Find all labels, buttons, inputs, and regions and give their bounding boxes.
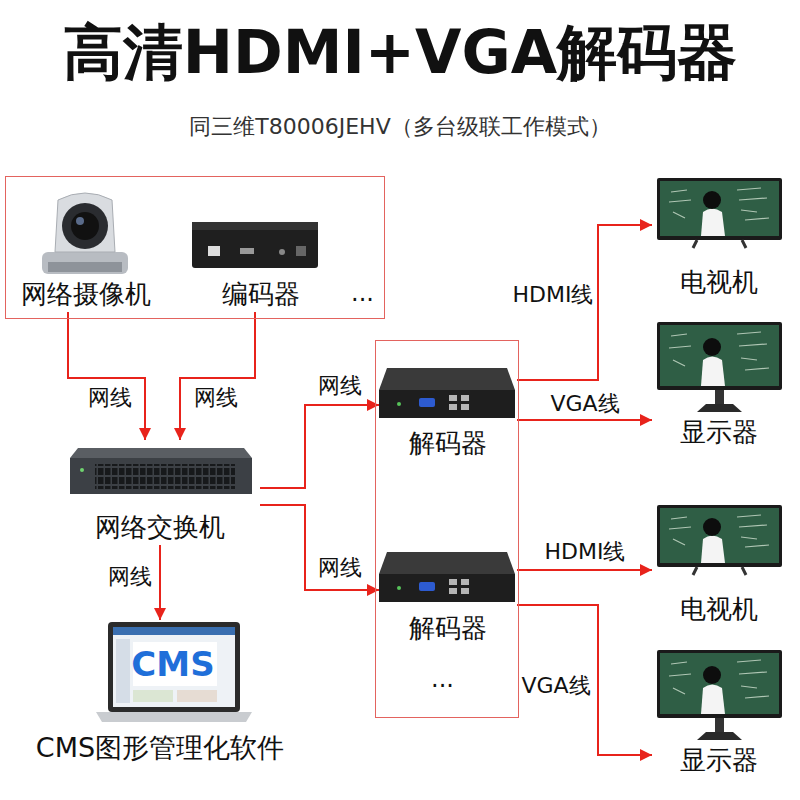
cable-label: 网线 <box>316 555 364 580</box>
display-icon <box>657 505 782 575</box>
cable-label: VGA线 <box>519 673 592 698</box>
cable-arrow <box>180 312 255 440</box>
cms-software-node: CMS CMS图形管理化软件 <box>5 620 315 765</box>
laptop-icon <box>177 690 217 702</box>
camera-icon <box>42 252 128 274</box>
node-label: 解码器 <box>379 614 517 644</box>
node-label: CMS图形管理化软件 <box>5 732 315 763</box>
cable-arrow <box>260 405 379 488</box>
screen-text: CMS <box>108 645 238 684</box>
node-label: 网络摄像机 <box>11 280 161 310</box>
cable-arrow <box>517 419 652 421</box>
cable-arrow <box>68 312 145 440</box>
encoder-icon <box>296 246 306 256</box>
cable-arrow <box>159 545 161 620</box>
camera-node: 网络摄像机 <box>11 182 161 312</box>
camera-icon <box>76 217 84 225</box>
subtitle: 同三维T80006JEHV（多台级联工作模式） <box>0 112 800 142</box>
camera-icon <box>71 212 99 240</box>
cable-arrow <box>517 569 652 571</box>
source-group-box: ... 网络摄像机编码器 <box>5 176 385 319</box>
encoder-icon <box>240 248 254 254</box>
camera-icon <box>48 262 122 272</box>
decoder-group-box: ...解码器解码器 <box>375 340 519 718</box>
cable-label: 网线 <box>86 385 134 410</box>
cable-label: HDMI线 <box>511 282 596 307</box>
decoder-node: 解码器 <box>379 551 517 646</box>
cable-label: 网线 <box>106 564 154 589</box>
network-switch-icon <box>80 468 84 472</box>
network-switch-icon <box>70 458 252 494</box>
tv-node: 电视机 <box>652 503 785 627</box>
cable-label: 网线 <box>316 373 364 398</box>
encoder-icon <box>208 246 220 256</box>
cable-label: 网线 <box>192 385 240 410</box>
tv-node: 电视机 <box>652 176 785 300</box>
title: 高清HDMI+VGA解码器 <box>0 16 800 88</box>
camera-icon <box>62 203 108 249</box>
node-label: 编码器 <box>171 280 351 310</box>
switch-node: 网络交换机 <box>60 440 260 545</box>
laptop-icon <box>108 622 240 712</box>
node-label: 电视机 <box>652 595 785 625</box>
decoder-icon <box>379 368 515 418</box>
encoder-icon <box>192 222 318 268</box>
ellipsis-text: ... <box>351 280 374 308</box>
decoder-icon <box>379 368 515 602</box>
laptop-icon <box>96 622 252 722</box>
node-label: 显示器 <box>652 746 785 776</box>
node-label: 解码器 <box>379 429 517 459</box>
decoder-node: 解码器 <box>379 366 517 461</box>
monitor-node: 显示器 <box>652 648 785 778</box>
encoder-icon <box>192 222 318 268</box>
network-switch-icon <box>70 448 252 494</box>
laptop-icon <box>96 712 252 722</box>
encoder-icon <box>192 222 318 230</box>
node-label: 网络交换机 <box>60 513 260 543</box>
cable-arrow <box>260 505 379 590</box>
laptop-icon <box>133 690 173 702</box>
display-icon <box>657 178 782 248</box>
node-label: 显示器 <box>652 418 785 448</box>
node-label: 电视机 <box>652 268 785 298</box>
decoder-icon <box>379 552 515 602</box>
cable-label: VGA线 <box>548 391 621 416</box>
camera-icon <box>55 193 115 252</box>
camera-icon <box>42 193 128 274</box>
display-icon <box>657 178 782 740</box>
ellipsis-text: ... <box>431 666 454 694</box>
monitor-node: 显示器 <box>652 320 785 450</box>
network-switch-icon <box>70 448 252 458</box>
network-switch-icon <box>95 464 235 489</box>
cable-arrow <box>517 605 652 755</box>
encoder-icon <box>279 249 285 255</box>
cable-label: HDMI线 <box>543 539 628 564</box>
laptop-icon <box>116 639 130 703</box>
encoder-node: 编码器 <box>171 217 351 312</box>
display-icon <box>657 322 782 412</box>
display-icon <box>657 650 782 740</box>
laptop-icon <box>113 627 235 635</box>
